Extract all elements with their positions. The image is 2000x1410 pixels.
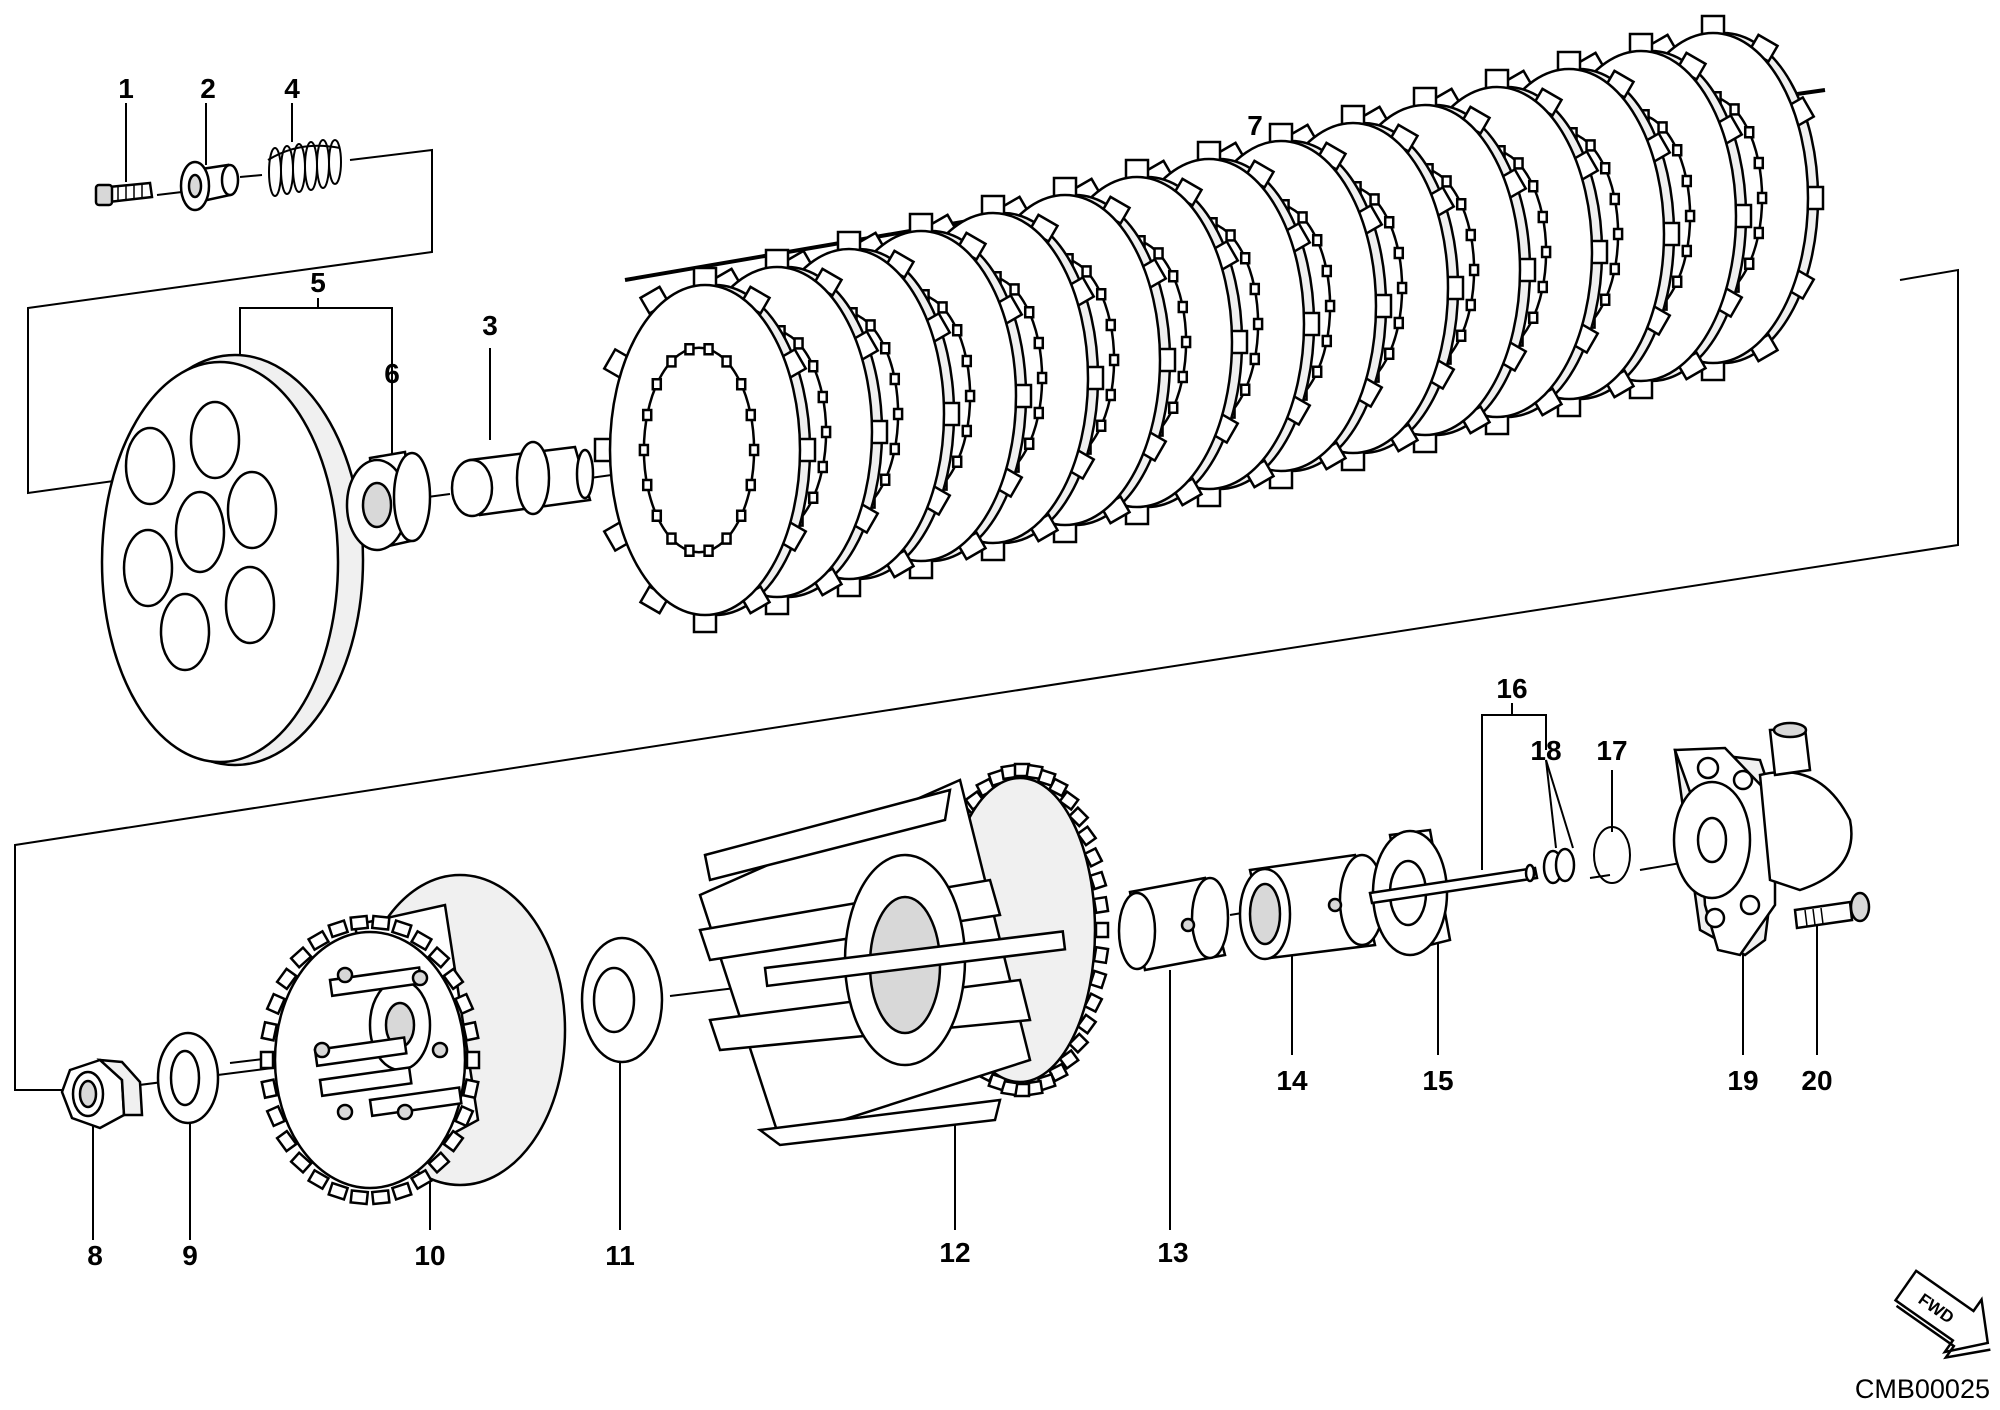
- gear-tooth: [289, 1150, 313, 1175]
- gear-tooth: [306, 1168, 331, 1191]
- part-7-clutch-disc-pack: [593, 14, 1825, 634]
- callout-16: 16: [1496, 673, 1527, 704]
- callout-5: 5: [310, 267, 326, 298]
- gear-tooth: [349, 914, 370, 931]
- gear-tooth: [1092, 895, 1110, 915]
- gear-tooth: [265, 1104, 287, 1128]
- gear-tooth: [370, 1189, 391, 1206]
- gear-tooth: [1067, 1032, 1090, 1055]
- gear-tooth: [1047, 777, 1069, 798]
- gear-tooth: [453, 992, 475, 1016]
- forward-direction-badge: FWD: [1893, 1269, 1991, 1360]
- gear-tooth: [1092, 945, 1110, 965]
- gear-tooth: [461, 1078, 480, 1100]
- part-19-slave-cylinder: [1672, 721, 1853, 957]
- gear-tooth: [1067, 805, 1090, 828]
- callout-20: 20: [1801, 1065, 1832, 1096]
- part-6-bearing: [345, 450, 432, 552]
- part-20-bolt: [1793, 891, 1871, 930]
- callout-9: 9: [182, 1240, 198, 1271]
- part-16-pushrod: [1368, 863, 1539, 905]
- part-8-nut: [60, 1058, 144, 1130]
- gear-tooth: [1076, 1013, 1098, 1035]
- callout-4: 4: [284, 73, 300, 104]
- part-3-pushrod-bush: [450, 440, 595, 518]
- callout-labels: 1 2 4 7 5 6 3 16 18 17 14 15 19 20 8 9 1…: [87, 73, 1832, 1271]
- part-12-clutch-housing: [698, 762, 1110, 1147]
- callout-17: 17: [1596, 735, 1627, 766]
- gear-tooth: [409, 929, 434, 952]
- gear-tooth: [260, 1020, 279, 1042]
- gear-tooth: [1083, 991, 1104, 1014]
- gear-tooth: [275, 1129, 298, 1153]
- callout-18: 18: [1530, 735, 1561, 766]
- part-17-circlip: [1593, 826, 1631, 884]
- callout-12: 12: [939, 1237, 970, 1268]
- gear-tooth: [461, 1020, 480, 1042]
- gear-tooth: [370, 914, 391, 931]
- gear-tooth: [275, 967, 298, 991]
- gear-tooth: [442, 1129, 465, 1153]
- gear-tooth: [390, 1181, 413, 1201]
- gear-tooth: [427, 1150, 451, 1175]
- callout-8: 8: [87, 1240, 103, 1271]
- callout-2: 2: [200, 73, 216, 104]
- gear-tooth: [260, 1078, 279, 1100]
- gear-tooth: [1058, 1048, 1080, 1071]
- callout-1: 1: [118, 73, 134, 104]
- gear-tooth: [453, 1104, 475, 1128]
- gear-tooth: [259, 1050, 275, 1070]
- callout-13: 13: [1157, 1237, 1188, 1268]
- gear-tooth: [1058, 789, 1080, 812]
- gear-tooth: [1083, 846, 1104, 869]
- callout-6: 6: [384, 358, 400, 389]
- part-1-bolt: [94, 181, 154, 207]
- part-13-spacer: [1117, 876, 1230, 972]
- gear-tooth: [409, 1168, 434, 1191]
- part-18-seal-rings: [1542, 847, 1576, 885]
- gear-tooth: [289, 945, 313, 970]
- callout-10: 10: [414, 1240, 445, 1271]
- callout-3: 3: [482, 310, 498, 341]
- gear-tooth: [265, 992, 287, 1016]
- gear-tooth: [465, 1050, 481, 1070]
- part-4-spring: [267, 139, 342, 197]
- gear-tooth: [327, 1181, 350, 1201]
- gear-tooth: [306, 929, 331, 952]
- forward-arrow-icon: [1893, 1269, 1990, 1354]
- gear-tooth: [1076, 825, 1098, 847]
- gear-tooth: [349, 1189, 370, 1206]
- drawing-code: CMB00025: [1855, 1374, 1990, 1404]
- part-14-needle-bearing: [1229, 853, 1386, 961]
- callout-11: 11: [605, 1240, 635, 1271]
- gear-tooth: [427, 945, 451, 970]
- gear-tooth: [327, 919, 350, 939]
- part-11-thrust-washer: [580, 936, 664, 1064]
- part-9-washer: [156, 1031, 220, 1125]
- part-10-inner-hub: [259, 873, 567, 1206]
- clutch-disc: [593, 266, 817, 634]
- callout-14: 14: [1276, 1065, 1308, 1096]
- callout-19: 19: [1727, 1065, 1758, 1096]
- gear-tooth: [442, 967, 465, 991]
- callout-15: 15: [1422, 1065, 1453, 1096]
- gear-tooth: [1094, 921, 1110, 939]
- gear-tooth: [390, 919, 413, 939]
- part-5-pressure-plate: [100, 353, 365, 767]
- callout-7: 7: [1247, 110, 1263, 141]
- part-2-spring-cup: [179, 160, 240, 212]
